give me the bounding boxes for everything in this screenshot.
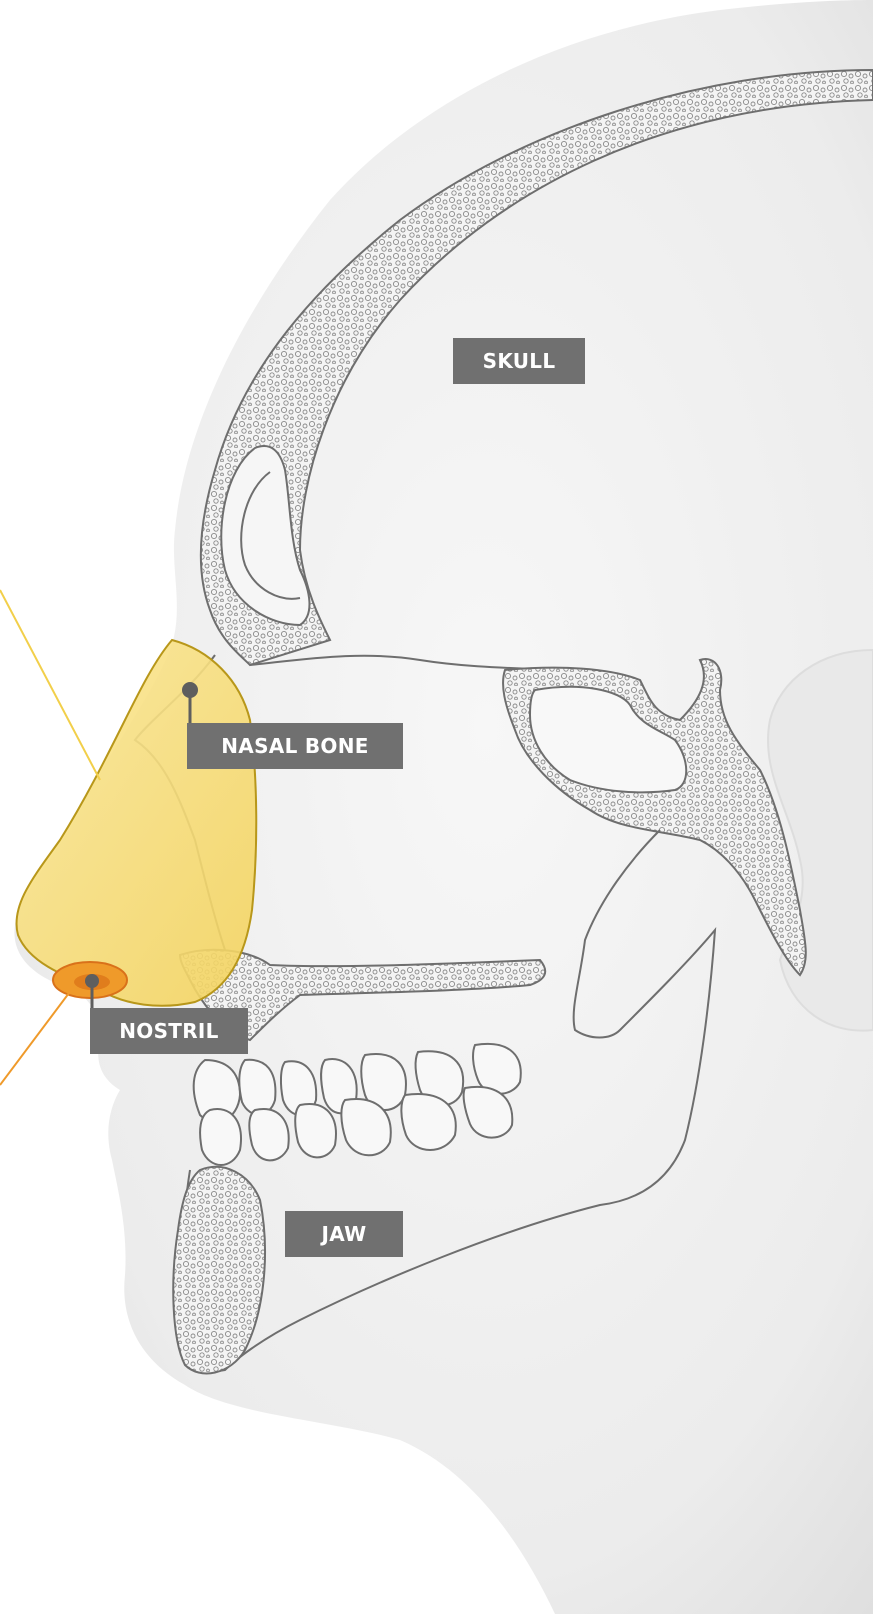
- nose-pointer-line: [0, 590, 100, 780]
- skull-label: SKULL: [453, 338, 585, 384]
- nasal-bone-label: NASAL BONE: [187, 723, 403, 769]
- nose-highlight: [16, 640, 256, 1006]
- nostril-label: NOSTRIL: [90, 1008, 248, 1054]
- nostril-pointer-line: [0, 985, 75, 1085]
- jaw-label: JAW: [285, 1211, 403, 1257]
